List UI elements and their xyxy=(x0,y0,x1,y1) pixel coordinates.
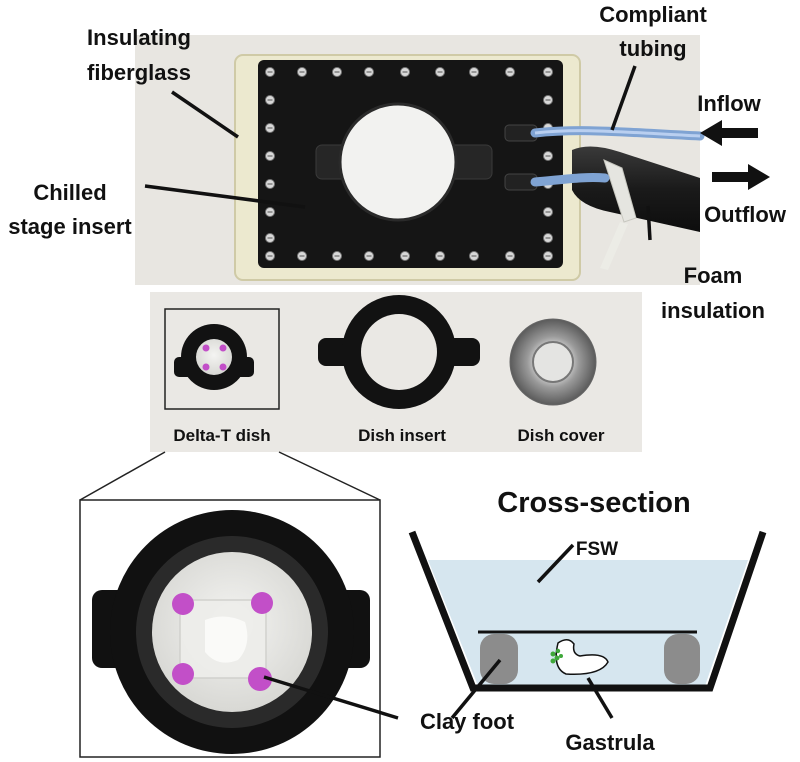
leader-compliant-tubing xyxy=(610,65,637,131)
foam-insulation xyxy=(572,146,700,232)
zoom-clay-foot xyxy=(172,593,194,615)
leader-gastrula xyxy=(586,677,614,719)
zoom-line-right xyxy=(278,451,381,501)
dish-cover-hole xyxy=(532,341,574,383)
clay-dot xyxy=(219,344,227,352)
delta-t-dish-highlight-box xyxy=(164,308,280,410)
leader-clay-foot xyxy=(263,675,399,720)
label-foam-line1: Foam xyxy=(684,263,743,288)
label-clay-foot: Clay foot xyxy=(420,709,515,734)
label-dish-insert: Dish insert xyxy=(358,426,446,445)
dish-cover-thumbnail xyxy=(509,318,597,406)
label-insulating-line1: Insulating xyxy=(87,25,191,50)
compliant-tubing-outflow xyxy=(530,172,610,187)
zoom-clay-foot xyxy=(251,592,273,614)
label-fsw: FSW xyxy=(576,539,618,560)
clay-dot xyxy=(219,363,227,371)
delta-t-dish-zoom-photo xyxy=(79,499,381,758)
gastrula-cell xyxy=(554,655,560,661)
gastrula-cell xyxy=(550,651,556,657)
leader-fiberglass xyxy=(171,90,239,139)
clay-dot xyxy=(202,363,210,371)
label-compliant-line2: tubing xyxy=(619,36,686,61)
dish-insert-hole xyxy=(361,314,437,390)
gastrula-cell xyxy=(559,654,563,658)
zoom-line-left xyxy=(79,451,166,501)
inflow-arrow-icon xyxy=(700,120,758,146)
label-foam-line2: insulation xyxy=(661,298,765,323)
leader-chilled-insert xyxy=(144,184,306,209)
label-outflow: Outflow xyxy=(704,202,787,227)
leader-lines xyxy=(144,65,652,720)
zoom-clay-foot xyxy=(172,663,194,685)
label-chilled-line1: Chilled xyxy=(33,180,106,205)
gastrula-cell xyxy=(550,658,556,664)
label-insulating-line2: fiberglass xyxy=(87,60,191,85)
cable-tie-tail xyxy=(600,222,628,270)
dish-parts-photo xyxy=(150,292,642,452)
cross-section-diagram xyxy=(408,530,767,692)
tubing-highlight xyxy=(534,129,701,138)
zoom-clay-foot xyxy=(248,667,272,691)
leader-clay-foot-section xyxy=(450,658,502,720)
stage-screws xyxy=(265,67,553,261)
gastrula-cell xyxy=(555,648,561,654)
delta-t-dish-glass xyxy=(196,339,232,375)
delta-t-dish-thumbnail xyxy=(174,324,254,390)
label-inflow: Inflow xyxy=(697,91,761,116)
gastrula-outline xyxy=(555,639,609,675)
cross-section-clay-right xyxy=(664,634,700,684)
cable-tie xyxy=(603,159,637,223)
stage-center-hole xyxy=(338,102,458,222)
label-chilled-line2: stage insert xyxy=(8,214,132,239)
label-delta-t-dish: Delta-T dish xyxy=(173,426,270,445)
cross-section-dish-walls xyxy=(408,530,767,692)
leader-foam xyxy=(646,205,652,241)
label-dish-cover: Dish cover xyxy=(518,426,605,445)
label-cross-section-title: Cross-section xyxy=(497,487,690,519)
label-compliant-line1: Compliant xyxy=(599,2,707,27)
outflow-arrow-icon xyxy=(712,164,770,190)
stage-photo xyxy=(135,35,705,285)
label-gastrula: Gastrula xyxy=(565,730,655,755)
zoom-sample-spot xyxy=(205,616,248,663)
dish-insert-thumbnail xyxy=(318,295,480,409)
clay-dot xyxy=(202,344,210,352)
leader-fsw xyxy=(536,543,575,584)
